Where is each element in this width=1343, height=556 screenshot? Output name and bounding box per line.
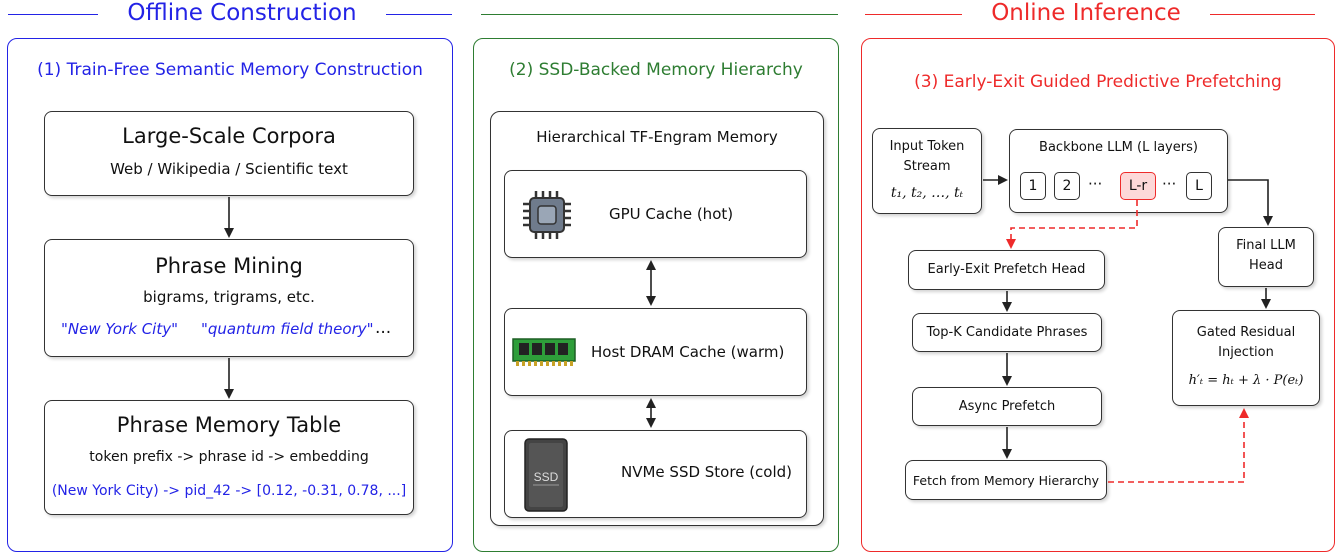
input-tokens: t₁, t₂, …, tₜ <box>890 185 964 201</box>
layer-2: 2 <box>1054 172 1080 200</box>
mining-subtitle: bigrams, trigrams, etc. <box>143 288 315 306</box>
topk-candidates-box: Top-K Candidate Phrases <box>912 313 1102 352</box>
gpu-cache-label: GPU Cache (hot) <box>609 205 734 223</box>
ssd-store-label: NVMe SSD Store (cold) <box>621 463 793 481</box>
svg-text:SSD: SSD <box>534 470 559 484</box>
layer-ellipsis-1: ··· <box>1088 175 1103 193</box>
gated-injection-box: Gated Residual Injection h′ₜ = hₜ + λ · … <box>1172 310 1320 406</box>
layer-ellipsis-2: ··· <box>1162 175 1177 193</box>
gated-line2: Injection <box>1218 345 1274 360</box>
corpora-subtitle: Web / Wikipedia / Scientific text <box>110 160 348 178</box>
container-title: Hierarchical TF-Engram Memory <box>536 128 778 146</box>
final-line2: Head <box>1249 258 1283 273</box>
final-line1: Final LLM <box>1236 238 1296 253</box>
async-prefetch-box: Async Prefetch <box>912 387 1102 426</box>
phrase-mining-box: Phrase Mining bigrams, trigrams, etc. "N… <box>44 239 414 357</box>
backbone-llm-box: Backbone LLM (L layers) 1 2 ··· L-r ··· … <box>1009 129 1228 213</box>
phrase-memory-table-box: Phrase Memory Table token prefix -> phra… <box>44 400 414 515</box>
layer-1: 1 <box>1020 172 1046 200</box>
offline-section-title: Offline Construction <box>98 0 386 26</box>
panel2-title: (2) SSD-Backed Memory Hierarchy <box>509 60 803 80</box>
panel3-title: (3) Early-Exit Guided Predictive Prefetc… <box>914 72 1282 92</box>
mining-more: ... <box>375 318 392 338</box>
layer-l-minus-r: L-r <box>1120 172 1156 200</box>
table-subtitle: token prefix -> phrase id -> embedding <box>89 449 369 465</box>
corpora-box: Large-Scale Corpora Web / Wikipedia / Sc… <box>44 111 414 196</box>
final-llm-head-box: Final LLM Head <box>1218 227 1314 287</box>
ssd-store-box: SSD NVMe SSD Store (cold) <box>504 430 807 518</box>
fetch-label: Fetch from Memory Hierarchy <box>912 473 1100 488</box>
dram-cache-box: Host DRAM Cache (warm) <box>504 308 807 396</box>
gated-formula: h′ₜ = hₜ + λ · P(eₜ) <box>1188 373 1304 388</box>
early-exit-label: Early-Exit Prefetch Head <box>927 262 1086 277</box>
panel1-title: (1) Train-Free Semantic Memory Construct… <box>37 60 423 80</box>
async-label: Async Prefetch <box>958 399 1056 414</box>
layer-l: L <box>1186 172 1212 200</box>
mining-example-2: "quantum field theory" <box>201 320 374 338</box>
mining-title: Phrase Mining <box>155 254 303 278</box>
middle-header-line <box>481 14 838 15</box>
early-exit-head-box: Early-Exit Prefetch Head <box>908 250 1105 290</box>
fetch-memory-box: Fetch from Memory Hierarchy <box>905 460 1107 500</box>
input-line2: Stream <box>903 159 951 174</box>
ram-stick-icon <box>511 335 577 369</box>
input-token-box: Input Token Stream t₁, t₂, …, tₜ <box>872 128 982 214</box>
table-title: Phrase Memory Table <box>116 413 342 437</box>
dram-cache-label: Host DRAM Cache (warm) <box>591 343 785 361</box>
ssd-drive-icon: SSD <box>523 437 569 513</box>
gpu-chip-icon <box>519 187 575 243</box>
gpu-cache-box: GPU Cache (hot) <box>504 170 807 258</box>
backbone-title: Backbone LLM (L layers) <box>1039 140 1198 155</box>
panel-memory-hierarchy <box>473 38 839 552</box>
panel-memory-construction <box>7 38 453 552</box>
gated-line1: Gated Residual <box>1196 325 1296 340</box>
corpora-title: Large-Scale Corpora <box>122 124 336 148</box>
online-section-title: Online Inference <box>962 0 1210 26</box>
input-line1: Input Token <box>889 139 965 154</box>
panel-prefetching <box>861 38 1335 552</box>
mining-example-1: "New York City" <box>61 320 178 338</box>
table-example: (New York City) -> pid_42 -> [0.12, -0.3… <box>51 483 407 499</box>
topk-label: Top-K Candidate Phrases <box>926 325 1088 340</box>
